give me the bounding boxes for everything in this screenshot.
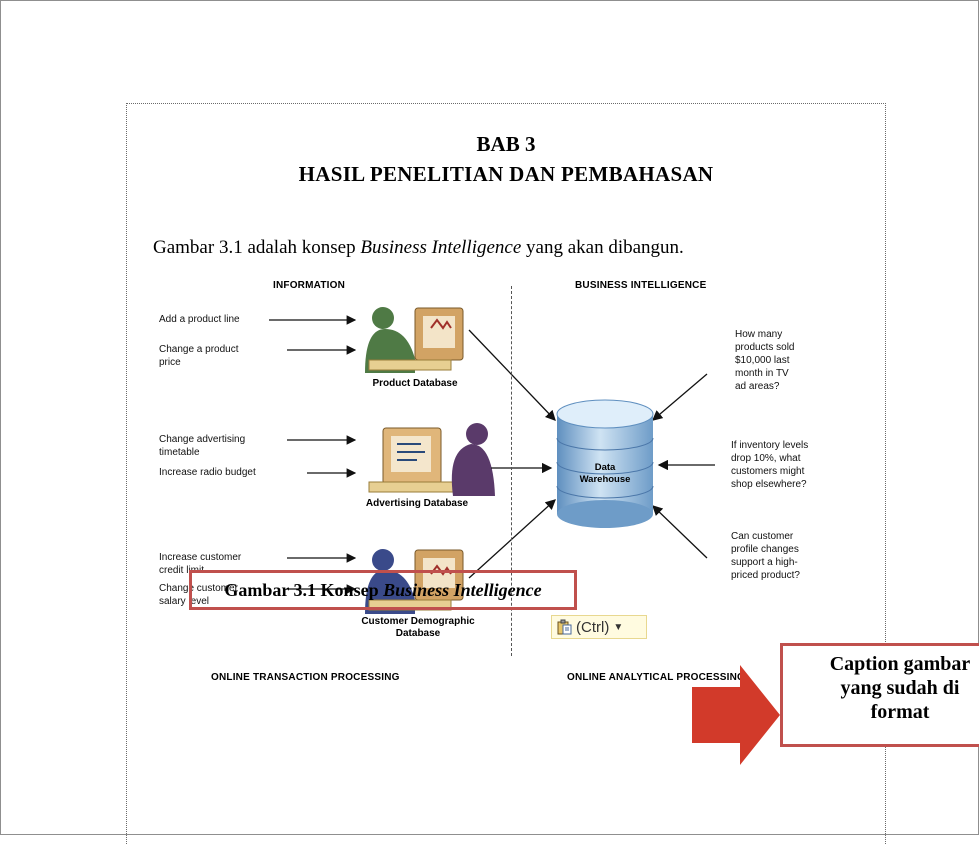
chapter-title: HASIL PENELITIAN DAN PEMBAHASAN: [298, 162, 714, 186]
intro-text-start: Gambar 3.1 adalah konsep: [153, 237, 361, 258]
data-warehouse-cylinder: [556, 399, 654, 528]
label-radio-budget: Increase radio budget: [159, 467, 256, 478]
clipboard-icon: [556, 619, 572, 635]
label-line: Increase customer: [159, 552, 242, 563]
product-db-illustration: [365, 307, 464, 373]
chevron-down-icon: ▼: [613, 621, 624, 633]
warehouse-arrows: [468, 329, 715, 579]
label-line: Change customer: [159, 583, 238, 594]
label-line: shop elsewhere?: [731, 479, 807, 490]
header-information: INFORMATION: [273, 280, 346, 291]
input-arrows: [269, 315, 357, 594]
question-2: If inventory levels drop 10%, what custome…: [731, 439, 808, 491]
label-line: price: [159, 357, 181, 368]
header-business-intelligence: BUSINESS INTELLIGENCE: [575, 280, 707, 291]
bi-figure[interactable]: INFORMATION BUSINESS INTELLIGENCE Add a …: [147, 278, 867, 688]
label-change-price: Change a product price: [159, 343, 239, 369]
footer-olap: ONLINE ANALYTICAL PROCESSING: [567, 672, 746, 683]
figure-caption[interactable]: Gambar 3.1 Konsep Business Intelligence: [189, 570, 577, 610]
paste-options-label: (Ctrl): [576, 618, 610, 636]
label-line: customers might: [731, 466, 805, 477]
figure-graphics: [269, 307, 715, 614]
intro-text-end: yang akan dibangun.: [521, 237, 684, 258]
label-line: priced product?: [731, 570, 800, 581]
chapter-heading: BAB 3: [476, 132, 536, 156]
label-line: If inventory levels: [731, 440, 809, 451]
label-change-salary: Change customer salary level: [159, 582, 238, 608]
document-page[interactable]: BAB 3 HASIL PENELITIAN DAN PEMBAHASAN Ga…: [126, 103, 886, 844]
label-line: salary level: [159, 596, 210, 607]
callout-box: Caption gambar yang sudah di format: [780, 643, 979, 747]
label-line: Change a product: [159, 344, 239, 355]
intro-text-italic: Business Intelligence: [360, 237, 522, 258]
label-line: Can customer: [731, 531, 794, 542]
label-line: drop 10%, what: [731, 453, 801, 464]
label-line: Change advertising: [159, 434, 246, 445]
label-line: Warehouse: [579, 474, 631, 485]
paste-options-button[interactable]: (Ctrl) ▼: [551, 615, 647, 639]
label-line: credit limit: [159, 565, 205, 576]
label-line: timetable: [159, 447, 200, 458]
label-line: Data: [594, 462, 616, 473]
question-1: How many products sold $10,000 last month i…: [735, 328, 794, 393]
label-increase-credit: Increase customer credit limit: [159, 551, 241, 577]
intro-paragraph: Gambar 3.1 adalah konsep Business Intell…: [153, 237, 684, 259]
label-line: profile changes: [731, 544, 799, 555]
label-line: Database: [395, 628, 441, 639]
label-line: products sold: [735, 342, 795, 353]
label-line: ad areas?: [735, 381, 780, 392]
customer-db-illustration: [365, 549, 464, 614]
label-add-product-line: Add a product line: [159, 314, 240, 325]
label-line: $10,000 last: [735, 355, 790, 366]
product-database-label: Product Database: [372, 378, 458, 389]
caption-italic: Business Intelligence: [383, 580, 542, 600]
label-line: Customer Demographic: [361, 616, 475, 627]
footer-oltp: ONLINE TRANSACTION PROCESSING: [211, 672, 400, 683]
label-line: month in TV: [735, 368, 789, 379]
red-arrow-icon: [692, 665, 780, 765]
advertising-database-label: Advertising Database: [365, 498, 469, 509]
figure-divider: [511, 286, 512, 656]
label-line: support a high-: [731, 557, 798, 568]
advertising-db-illustration: [368, 423, 495, 496]
callout-line-1: Caption gambar: [829, 653, 971, 675]
label-line: How many: [735, 329, 783, 340]
callout-line-2: yang sudah di: [840, 677, 960, 699]
callout-line-3: format: [870, 701, 930, 723]
caption-prefix: Gambar 3.1 Konsep: [224, 580, 384, 600]
question-3: Can customer profile changes support a hig…: [731, 530, 800, 582]
label-change-advertising: Change advertising timetable: [159, 433, 245, 459]
